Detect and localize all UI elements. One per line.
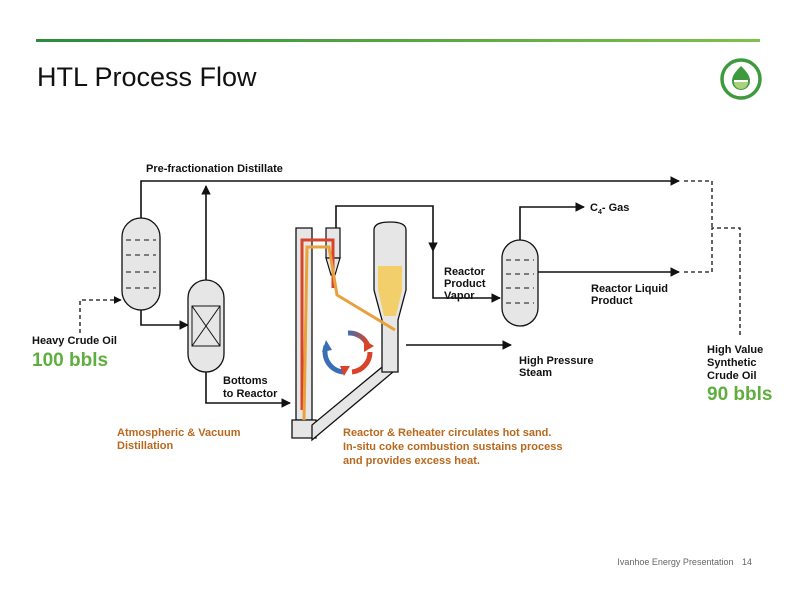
bottoms-label-line1: Bottoms [223, 375, 268, 387]
pre-fractionator-column [121, 217, 161, 311]
reactor-vapor-to-separator [432, 251, 501, 303]
output-merge-line-bottom [684, 227, 741, 338]
output-amount: 90 bbls [707, 384, 772, 405]
reactor-note-line1: Reactor & Reheater circulates hot sand. [343, 427, 551, 439]
heavy-crude-label: Heavy Crude Oil [32, 335, 117, 347]
output-label-line2: Synthetic [707, 357, 757, 369]
reactor-liquid-product-line2: Product [591, 295, 633, 307]
bottoms-label-line2: to Reactor [223, 388, 278, 400]
slide-footer: Ivanhoe Energy Presentation 14 [611, 557, 752, 567]
reactor-product-vapor-line3: Vapor [444, 290, 475, 302]
reactor-note-line2: In-situ coke combustion sustains process [343, 441, 562, 453]
reactor-product-vapor-line2: Product [444, 278, 486, 290]
vacuum-distillation-column [187, 279, 225, 373]
gas-label: C4- Gas [590, 202, 629, 216]
heavy-crude-amount: 100 bbls [32, 350, 108, 371]
output-label-line1: High Value [707, 344, 763, 356]
page-number: 14 [741, 557, 752, 567]
reactor-product-vapor-line1: Reactor [444, 266, 486, 278]
pre-fractionation-label: Pre-fractionation Distillate [146, 163, 283, 175]
reactor-liquid-product-line1: Reactor Liquid [591, 283, 668, 295]
ivanhoe-energy-logo-icon [720, 58, 762, 100]
heavy-crude-feed-line [79, 296, 122, 333]
steam-label-line1: High Pressure [519, 355, 594, 367]
circulation-icon [322, 330, 374, 376]
gas-line [519, 202, 585, 240]
atm-vacuum-label-line2: Distillation [117, 440, 174, 452]
hot-sand-line [302, 245, 396, 421]
footer-text: Ivanhoe Energy Presentation [617, 557, 734, 567]
steam-label-line2: Steam [519, 367, 552, 379]
output-label-line3: Crude Oil [707, 370, 757, 382]
reactor-note-line3: and provides excess heat. [343, 455, 480, 467]
bottoms-to-reactor-line [205, 372, 291, 408]
product-separator-column [501, 239, 539, 327]
title-accent-bar [36, 39, 760, 42]
atm-vacuum-label-line1: Atmospheric & Vacuum [117, 427, 241, 439]
reactor-reheater [291, 221, 407, 442]
reactor-vapor-line [335, 205, 438, 252]
output-merge-line-top [684, 180, 713, 228]
slide-title: HTL Process Flow [37, 62, 257, 92]
column-transfer-line [140, 310, 189, 330]
pre-fractionation-line [140, 176, 680, 218]
